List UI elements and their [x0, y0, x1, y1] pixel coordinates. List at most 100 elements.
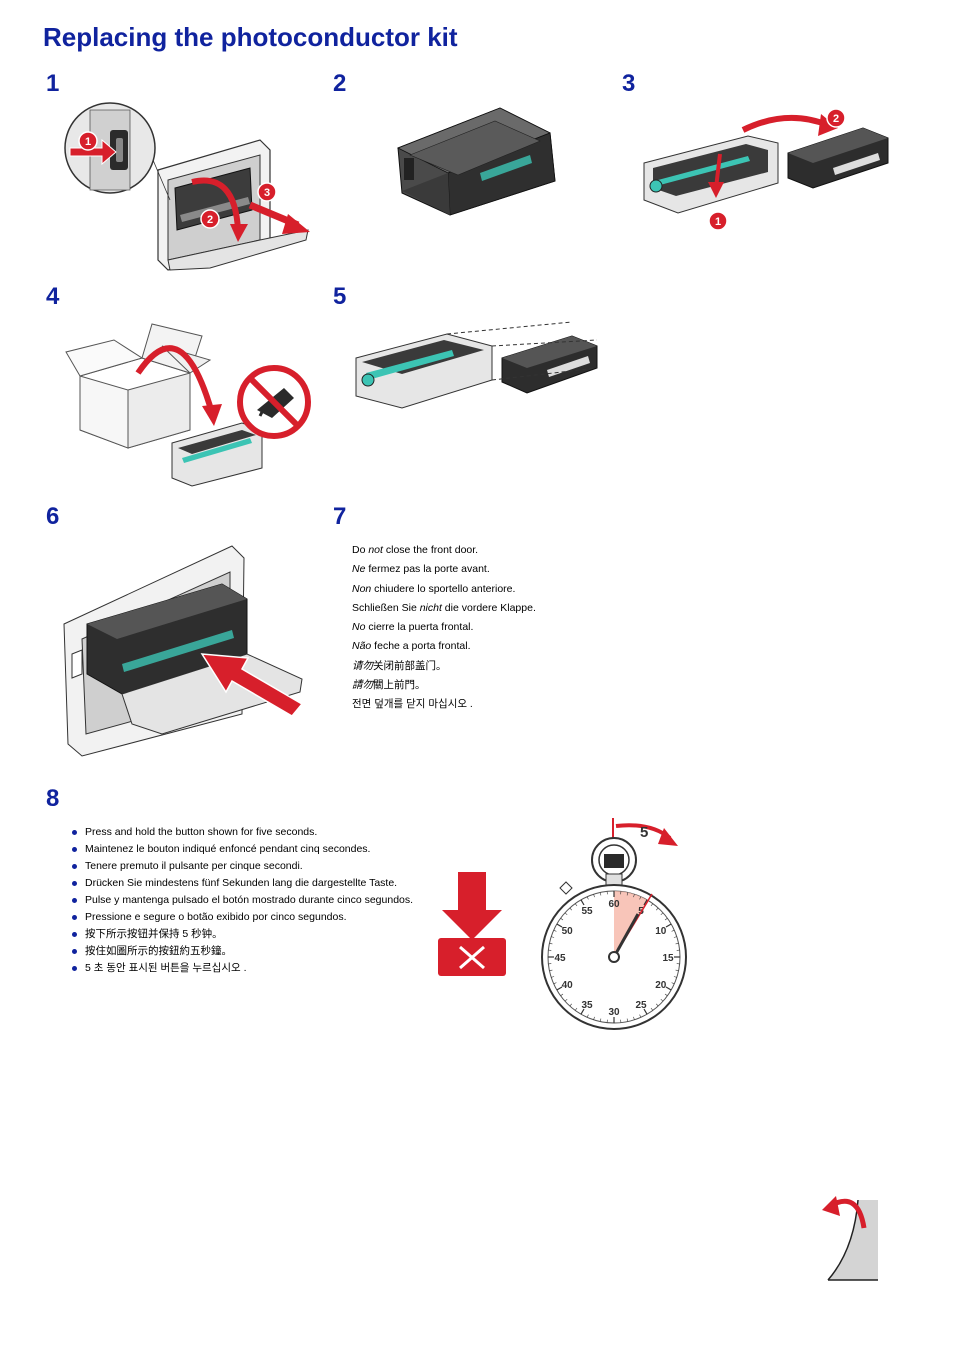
step7-line: Schließen Sie nicht die vordere Klappe. [352, 601, 536, 614]
step8-instructions: Press and hold the button shown for five… [72, 824, 413, 977]
svg-text:3: 3 [264, 187, 270, 199]
dial-tick [593, 1016, 595, 1020]
list-item: Drücken Sie mindestens fünf Sekunden lan… [72, 875, 413, 892]
dial-tick [564, 912, 568, 916]
dial-label: 25 [635, 1000, 647, 1011]
step-number-1: 1 [46, 70, 60, 97]
step7-line: Ne fermez pas la porte avant. [352, 563, 490, 576]
dial-tick [664, 917, 668, 921]
dial-label: 15 [662, 953, 674, 964]
dial-tick [560, 917, 564, 921]
dial-tick [564, 998, 568, 1002]
recycle-box-illustration [62, 318, 312, 490]
dial-tick [586, 1014, 589, 1018]
dial-tick [600, 892, 602, 896]
dial-tick [639, 1014, 642, 1018]
step-number-3: 3 [622, 70, 636, 97]
dial-label: 45 [554, 953, 566, 964]
step7-line: 請勿關上前門。 [352, 679, 426, 692]
step-number-8: 8 [46, 785, 60, 812]
page-title: Replacing the photoconductor kit [43, 22, 458, 52]
list-item: Press and hold the button shown for five… [72, 824, 413, 841]
step7-line: Não feche a porta frontal. [352, 640, 471, 653]
dial-tick [675, 969, 679, 971]
dial-tick [673, 976, 677, 978]
step7-line: No cierre la puerta frontal. [352, 621, 474, 634]
dial-tick [556, 923, 563, 928]
dial-label: 35 [581, 1000, 593, 1011]
step-number-4: 4 [46, 283, 60, 310]
dial-tick [626, 1018, 628, 1022]
dial-tick [673, 936, 677, 938]
dial-label: 10 [655, 926, 667, 937]
list-item: 按住如圖所示的按鈕約五秒鐘。 [72, 943, 413, 960]
dial-label: 60 [608, 899, 620, 910]
dial-label: 30 [608, 1007, 620, 1018]
dial-tick [553, 929, 557, 932]
list-item: Tenere premuto il pulsante per cinque se… [72, 858, 413, 875]
step-number-5: 5 [333, 283, 347, 310]
step-number-7: 7 [333, 503, 347, 530]
dial-tick [655, 1003, 659, 1007]
step7-line: 전면 덮개를 닫지 마십시오 . [352, 698, 473, 711]
dial-tick [580, 1008, 585, 1015]
dial-tick [553, 982, 557, 985]
stopwatch-indicator-label: 5 [640, 824, 648, 841]
dial-tick [675, 943, 679, 945]
list-item: 5 초 동안 표시된 버튼을 누르십시오 . [72, 960, 413, 977]
list-item: Maintenez le bouton indiqué enfoncé pend… [72, 841, 413, 858]
dial-tick [633, 894, 635, 898]
dial-label: 20 [655, 980, 667, 991]
page-turn-icon [818, 1190, 882, 1284]
dial-tick [586, 896, 589, 900]
unpack-cartridge-illustration [390, 103, 560, 218]
insert-kit-illustration [62, 544, 307, 759]
dial-tick [549, 943, 553, 945]
dial-tick [639, 896, 642, 900]
dial-label: 55 [581, 906, 593, 917]
dial-tick [650, 1007, 654, 1011]
dial-tick [593, 894, 595, 898]
dial-tick [600, 1018, 602, 1022]
step7-instructions: Do not close the front door. Ne fermez p… [352, 541, 536, 715]
svg-text:2: 2 [207, 214, 213, 226]
svg-text:2: 2 [833, 113, 839, 125]
step-number-6: 6 [46, 503, 60, 530]
svg-text:1: 1 [715, 216, 721, 228]
dial-tick [665, 923, 672, 928]
dial-tick [655, 907, 659, 911]
press-button-illustration [436, 872, 508, 978]
step7-line: Non chiudere lo sportello anteriore. [352, 582, 516, 595]
remove-cartridge-illustration: 1 2 3 [60, 100, 315, 272]
dial-tick [569, 907, 573, 911]
dial-tick [574, 903, 578, 907]
dial-tick [574, 1007, 578, 1011]
step7-line: Do not close the front door. [352, 544, 479, 556]
dial-tick [549, 969, 553, 971]
dial-tick [569, 1003, 573, 1007]
dial-tick [643, 1008, 648, 1015]
dial-tick [671, 982, 675, 985]
dial-tick [556, 986, 563, 991]
step-number-2: 2 [333, 70, 347, 97]
dial-label: 50 [562, 926, 574, 937]
dial-tick [660, 998, 664, 1002]
svg-text:1: 1 [85, 136, 91, 148]
dial-tick [580, 899, 585, 906]
stopwatch-illustration: 5 60510152025303540455055 [540, 812, 690, 1030]
dial-tick [633, 1016, 635, 1020]
insert-toner-illustration [352, 318, 602, 413]
dial-label: 40 [562, 980, 574, 991]
dial-tick [560, 993, 564, 997]
separate-toner-illustration: 1 2 [638, 108, 898, 233]
dial-tick [650, 903, 654, 907]
list-item: Pressione e segure o botão exibido por c… [72, 909, 413, 926]
dial-tick [551, 936, 555, 938]
step7-line: 请勿关闭前部盖门。 [352, 659, 447, 672]
dial-tick [551, 976, 555, 978]
dial-tick [660, 912, 664, 916]
list-item: 按下所示按钮并保持 5 秒钟。 [72, 926, 413, 943]
list-item: Pulse y mantenga pulsado el botón mostra… [72, 892, 413, 909]
dial-tick [643, 899, 648, 906]
dial-tick [665, 986, 672, 991]
